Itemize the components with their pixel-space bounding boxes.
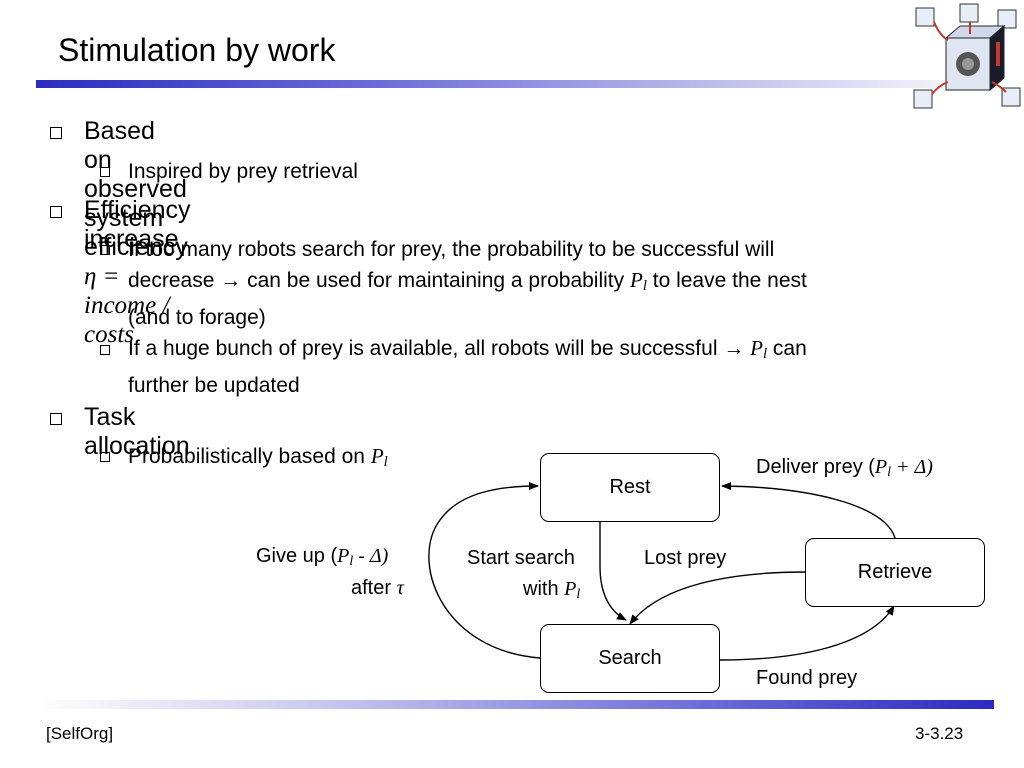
footer-bar (36, 700, 994, 709)
bullet-efficiency-observation: Based on observed system efficiency η = … (84, 117, 188, 349)
text-line: decrease → can be used for maintaining a… (128, 268, 807, 294)
text-line: (and to forage) (128, 305, 266, 329)
sub-bullet-probabilistic: Probabilistically based on Pl (128, 444, 388, 470)
sub-bullet-marker (100, 452, 110, 462)
bullet-marker (50, 413, 62, 425)
sub-bullet-marker (100, 245, 110, 255)
probability-symbol: Pl (370, 444, 388, 470)
edge-start-search (599, 522, 627, 621)
bullet-text: Based on observed system efficiency (84, 117, 188, 261)
bullet-task-allocation: Task allocation (84, 403, 190, 460)
probability-symbol: Pl (629, 268, 647, 294)
efficiency-formula: η = income / costs (84, 263, 170, 348)
slide-number: 3-3.23 (915, 724, 964, 743)
slide-title: Stimulation by work (58, 32, 336, 68)
edge-give-up (428, 482, 541, 659)
bullet-marker (50, 206, 62, 218)
text-line: If too many robots search for prey, the … (128, 238, 775, 261)
text-line: further be updated (128, 373, 300, 397)
state-rest: Rest (540, 453, 720, 522)
sub-bullet-marker (100, 345, 110, 355)
label-lost-prey: Lost prey (644, 547, 727, 569)
title-underline-bar (36, 80, 1000, 88)
label-with-pl: with Pl (523, 578, 581, 602)
bullet-marker (50, 127, 62, 139)
sub-bullet-prey-retrieval: Inspired by prey retrieval (128, 160, 358, 183)
edge-found-prey (719, 605, 895, 661)
text-line: If a huge bunch of prey is available, al… (128, 336, 807, 362)
sub-bullet-huge-bunch: If a huge bunch of prey is available, al… (128, 333, 968, 401)
right-arrow-icon: → (723, 337, 745, 360)
selforg-robot-logo-icon (913, 3, 1021, 109)
edge-deliver-prey (721, 482, 896, 539)
probability-symbol: Pl (750, 336, 768, 362)
right-arrow-icon: → (220, 269, 242, 292)
bullet-efficiency-increase: Efficiency increase (84, 196, 191, 253)
label-deliver-prey: Deliver prey (Pl + Δ) (756, 456, 933, 480)
label-start-search: Start search (467, 547, 575, 569)
footer-source: [SelfOrg] (46, 724, 114, 743)
sub-bullet-too-many-robots: If too many robots search for prey, the … (128, 234, 968, 333)
label-found-prey: Found prey (756, 667, 858, 689)
state-retrieve: Retrieve (805, 538, 985, 607)
label-give-up: Give up (Pl - Δ) (256, 545, 389, 569)
edge-lost-prey (629, 571, 807, 625)
sub-bullet-marker (100, 167, 110, 177)
label-after-tau: after τ (351, 577, 404, 599)
state-search: Search (540, 624, 720, 693)
